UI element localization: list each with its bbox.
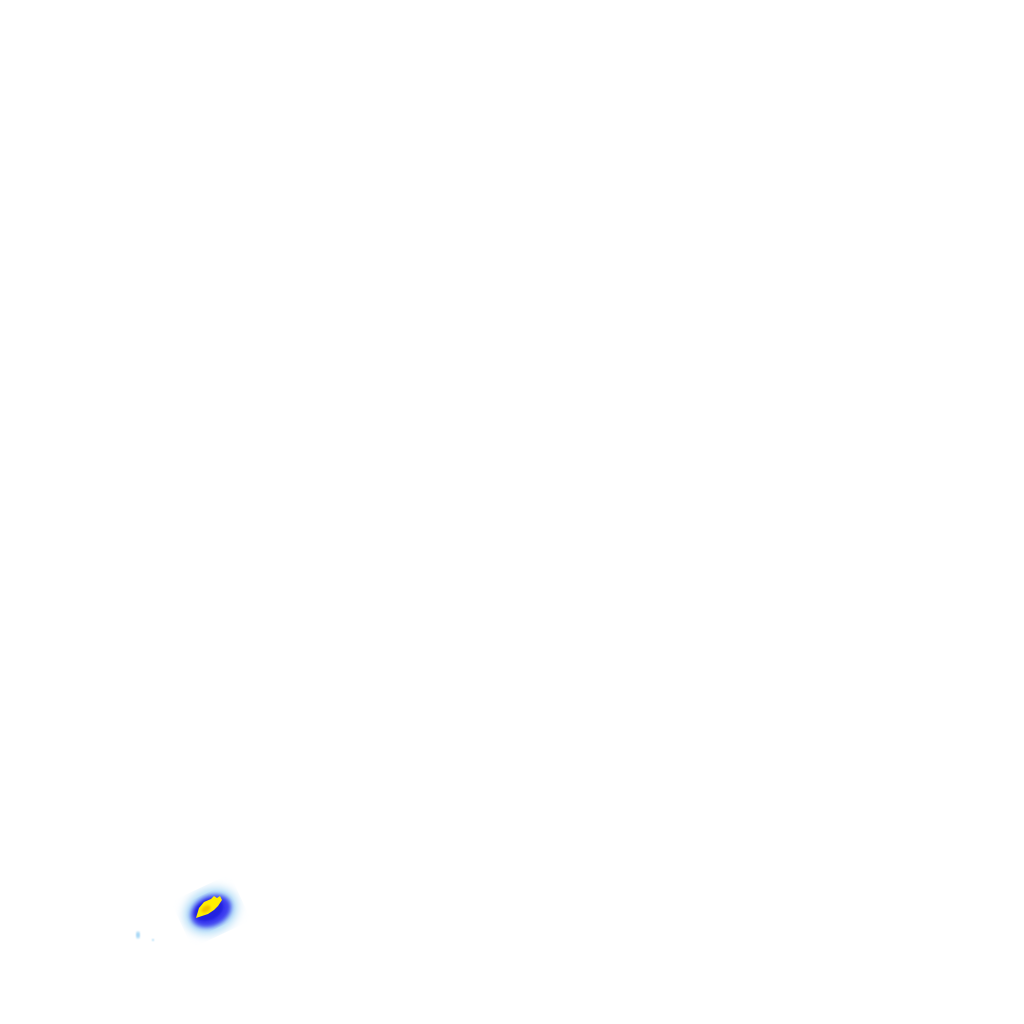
blob-core-dark (201, 905, 211, 913)
density-blob (184, 888, 238, 934)
speck (136, 931, 140, 939)
speck (151, 938, 155, 942)
